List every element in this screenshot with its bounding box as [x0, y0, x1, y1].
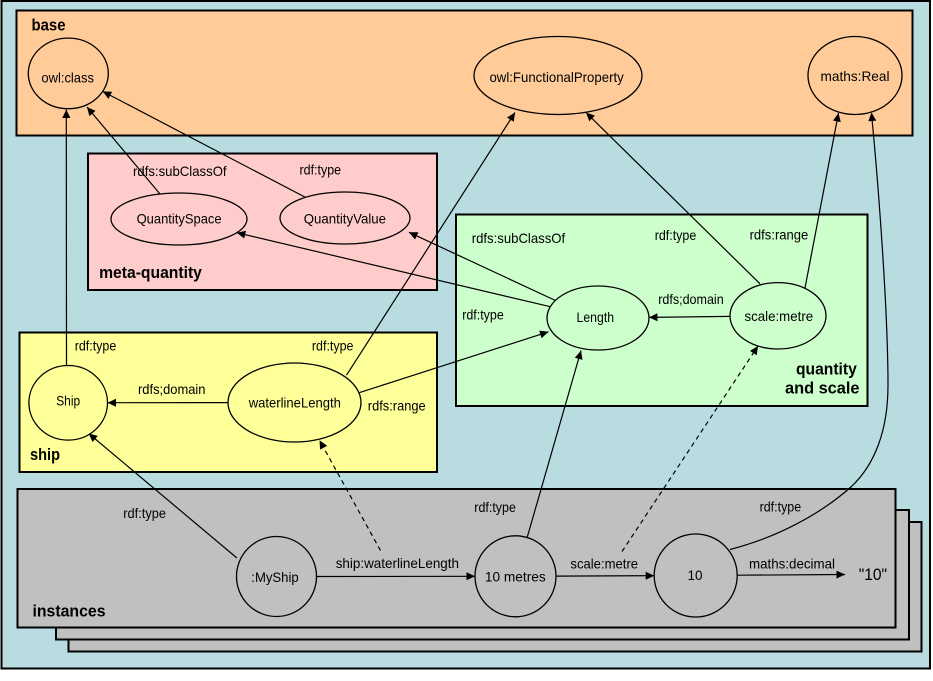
svg-text:owl:FunctionalProperty: owl:FunctionalProperty [489, 69, 623, 85]
svg-text:owl:class: owl:class [41, 70, 94, 86]
svg-text:rdf:type: rdf:type [300, 161, 342, 177]
svg-text:QuantityValue: QuantityValue [304, 210, 387, 226]
svg-text:ship:waterlineLength: ship:waterlineLength [336, 555, 459, 571]
svg-text:rdfs:range: rdfs:range [368, 398, 426, 414]
svg-text:rdf:type: rdf:type [462, 306, 504, 322]
svg-text:meta-quantity: meta-quantity [99, 263, 202, 282]
svg-text:rdf:type: rdf:type [655, 227, 697, 243]
svg-text:quantity: quantity [796, 360, 857, 379]
svg-text:base: base [32, 16, 66, 35]
svg-text:scale:metre: scale:metre [744, 308, 813, 324]
svg-text:rdfs:range: rdfs:range [750, 227, 809, 243]
svg-text:rdfs;domain: rdfs;domain [138, 381, 206, 397]
svg-text:rdfs:subClassOf: rdfs:subClassOf [472, 230, 566, 246]
svg-text:rdf:type: rdf:type [123, 505, 166, 521]
svg-text:rdf:type: rdf:type [760, 498, 802, 514]
svg-text:rdf:type: rdf:type [75, 338, 117, 354]
svg-text::MyShip: :MyShip [251, 569, 299, 585]
svg-text:scale:metre: scale:metre [570, 556, 638, 572]
svg-text:and scale: and scale [785, 378, 860, 397]
svg-text:rdf:type: rdf:type [474, 499, 516, 515]
svg-text:ship: ship [30, 445, 60, 464]
svg-text:QuantitySpace: QuantitySpace [137, 210, 222, 226]
svg-text:rdfs:subClassOf: rdfs:subClassOf [133, 163, 227, 179]
svg-text:instances: instances [33, 601, 106, 620]
svg-text:rdfs;domain: rdfs;domain [658, 291, 724, 307]
svg-text:10: 10 [688, 567, 703, 583]
svg-text:"10": "10" [859, 565, 887, 584]
svg-text:rdf:type: rdf:type [312, 338, 354, 354]
svg-text:waterlineLength: waterlineLength [248, 395, 341, 411]
svg-text:maths:decimal: maths:decimal [749, 556, 835, 572]
svg-text:10 metres: 10 metres [485, 569, 546, 585]
svg-text:Length: Length [577, 309, 615, 325]
svg-text:maths:Real: maths:Real [821, 68, 890, 84]
svg-text:Ship: Ship [56, 393, 80, 409]
